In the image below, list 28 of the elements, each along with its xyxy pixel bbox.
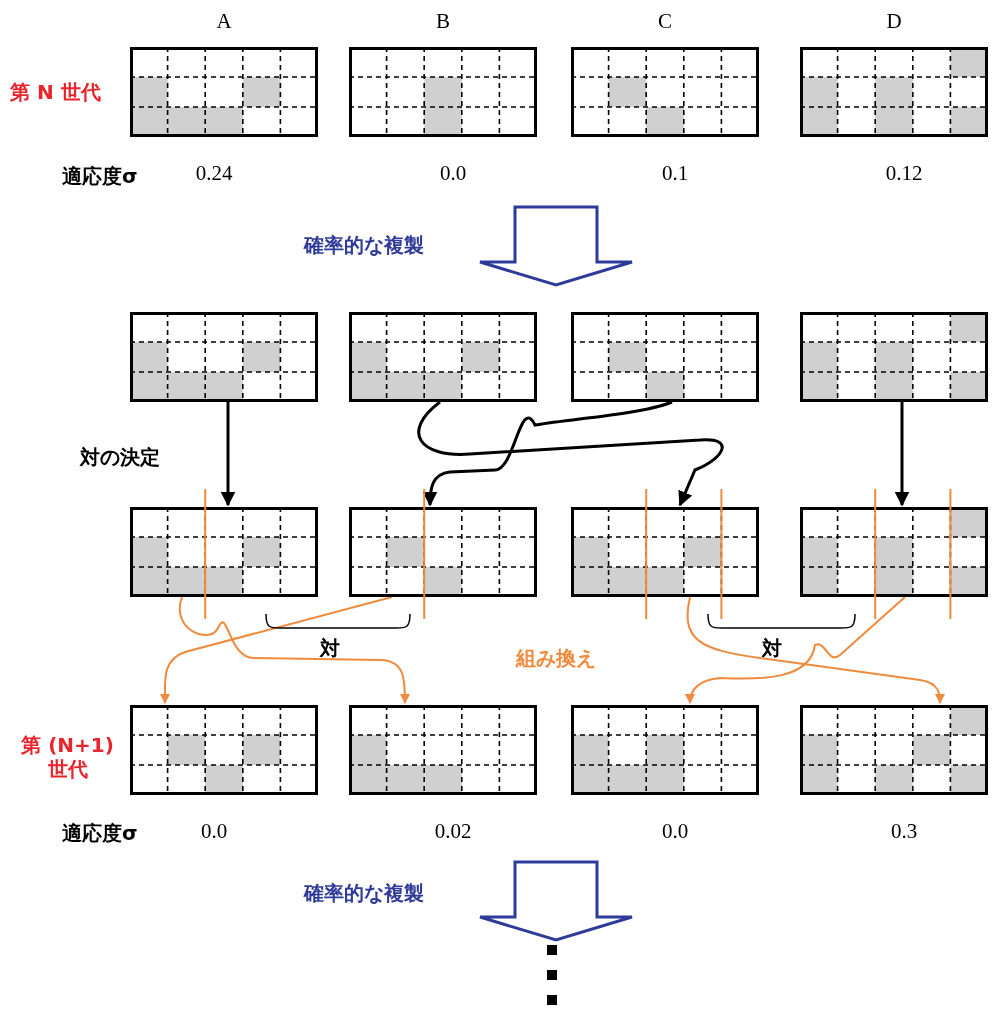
- fitness-value: 0.1: [660, 163, 690, 184]
- column-letter: A: [215, 11, 233, 32]
- process-label: 組み換え: [516, 646, 596, 670]
- arrow: [686, 596, 945, 704]
- arrow: [422, 400, 673, 507]
- column-letter: C: [657, 11, 673, 32]
- fitness-value: 0.02: [433, 821, 473, 842]
- process-label: 確率的な複製: [304, 881, 424, 905]
- arrow: [417, 400, 724, 507]
- arrow: [685, 596, 906, 704]
- fitness-label: 適応度σ: [62, 164, 138, 188]
- column-letter: D: [885, 11, 903, 32]
- pair-label: 対の決定: [80, 445, 160, 469]
- arrow: [220, 402, 236, 507]
- fitness-value: 0.0: [199, 821, 229, 842]
- fitness-value: 0.3: [889, 821, 919, 842]
- arrow: [894, 402, 910, 507]
- fitness-value: 0.0: [660, 821, 690, 842]
- fitness-label: 適応度σ: [62, 821, 138, 845]
- fitness-value: 0.24: [194, 163, 234, 184]
- generation-label: 第 N 世代: [10, 80, 101, 104]
- pair-label: 対: [320, 636, 340, 660]
- fitness-value: 0.0: [438, 163, 468, 184]
- process-label: 確率的な複製: [304, 233, 424, 257]
- column-letter: B: [435, 11, 451, 32]
- pair-label: 対: [762, 636, 782, 660]
- fitness-value: 0.12: [884, 163, 924, 184]
- generation-label: 第 (N+1) 世代: [20, 733, 115, 781]
